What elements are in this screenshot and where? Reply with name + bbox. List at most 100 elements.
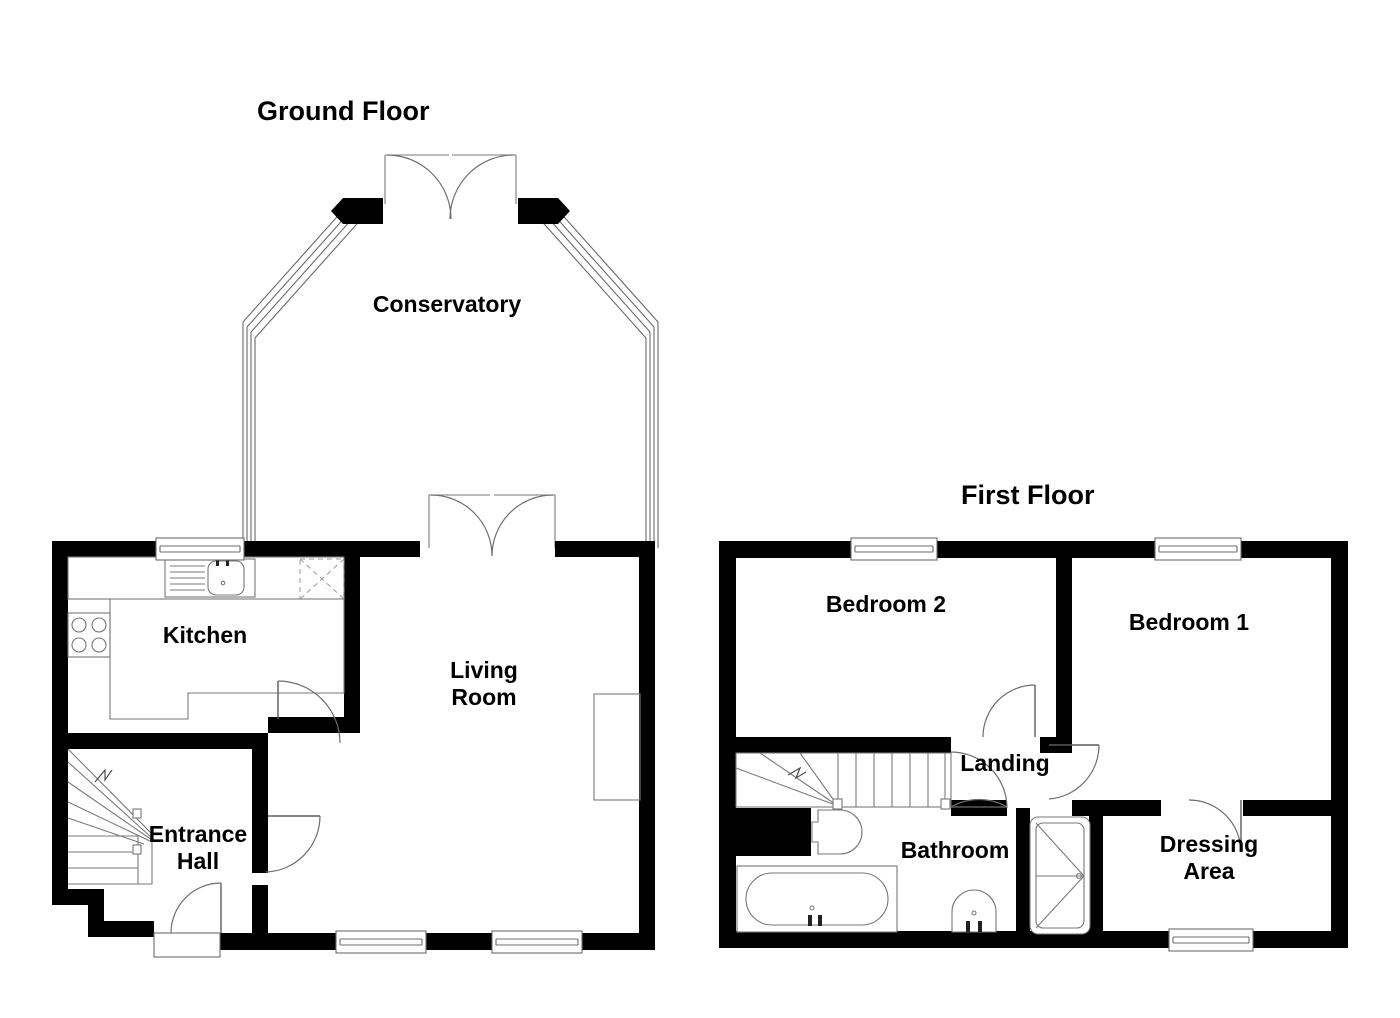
- wall-ff-bed2-bottom: [736, 737, 951, 753]
- wc-toilet: [811, 809, 863, 855]
- wall-ff-left: [719, 541, 736, 948]
- conservatory-door-swing-left[interactable]: [386, 154, 452, 220]
- shower-diag-1: [1035, 822, 1085, 877]
- gf-window-living-1: [335, 930, 427, 954]
- bathroom-door-arc: [950, 751, 1008, 809]
- front-door-threshold: [153, 932, 221, 958]
- dressing-area-door[interactable]: [1188, 799, 1242, 853]
- gf-window-kitchen: [155, 537, 245, 561]
- bath-tub: [745, 872, 889, 926]
- ground-floor-walls: [52, 541, 655, 950]
- wall-ff-right: [1331, 541, 1348, 948]
- bedroom-2-door[interactable]: [982, 684, 1036, 738]
- first-floor-title: First Floor: [961, 480, 1095, 510]
- ground-floor-staircase: [67, 748, 153, 885]
- first-floor-walls: [719, 541, 1348, 948]
- living-room-fireplace-recess: [593, 693, 641, 801]
- wall-gf-bottom-3: [580, 933, 655, 950]
- conservatory-post-right: [518, 198, 570, 224]
- room-label-living-room-line2: Room: [451, 684, 516, 710]
- wall-ff-dressing-top-1: [1103, 800, 1161, 816]
- basin-tap-hot: [966, 921, 970, 932]
- bathroom-door[interactable]: [950, 751, 1008, 809]
- bathroom-fittings: [736, 809, 1091, 935]
- conservatory-glazing-right-vertical: [645, 322, 659, 548]
- room-label-entrance-hall-line1: Entrance: [149, 821, 247, 847]
- wall-gf-kitchen-bottom: [60, 733, 268, 749]
- kitchen-hob-burner-1: [71, 617, 87, 633]
- room-label-bedroom-2: Bedroom 2: [826, 591, 946, 617]
- front-door[interactable]: [153, 882, 222, 958]
- ground-floor-title: Ground Floor: [257, 96, 430, 126]
- kitchen-sink-waste: [220, 580, 226, 586]
- wall-ff-dressing-top-2: [1243, 800, 1348, 816]
- room-label-bathroom: Bathroom: [901, 837, 1010, 863]
- wall-gf-right: [639, 541, 655, 950]
- stair-ff-newel-left: [832, 798, 843, 810]
- wall-gf-top-right: [555, 541, 655, 557]
- room-label-landing: Landing: [960, 750, 1049, 776]
- wall-ff-bed1-bottom-left: [1072, 800, 1104, 816]
- conservatory-structure: [242, 154, 659, 548]
- conservatory-door-swing-right[interactable]: [449, 154, 515, 220]
- wall-gf-bottom-2: [424, 933, 494, 950]
- room-label-living-room-line1: Living: [450, 657, 518, 683]
- kitchen-appliance-dashed: [299, 558, 345, 600]
- room-label-dressing-area-line1: Dressing: [1160, 831, 1258, 857]
- wall-gf-bottom-left: [88, 921, 154, 937]
- basin-tap-cold: [978, 921, 982, 932]
- wall-gf-top-left: [52, 541, 156, 557]
- kitchen-hob-burner-4: [91, 637, 107, 653]
- wall-gf-kitchen-door-head: [268, 717, 360, 733]
- wall-ff-bed-divider: [1056, 557, 1072, 737]
- wall-ff-top-1: [719, 541, 853, 558]
- bedroom-1-door[interactable]: [1048, 744, 1100, 800]
- kitchen-fittings: [67, 556, 345, 744]
- first-floor-staircase: [735, 752, 952, 810]
- kitchen-door[interactable]: [277, 680, 341, 744]
- wall-ff-shower-left: [1016, 808, 1030, 934]
- stair-ff-outline: [735, 752, 952, 808]
- wall-gf-kitchen-right: [344, 557, 360, 733]
- kitchen-tap-left: [216, 557, 219, 566]
- stair-outline: [67, 748, 153, 885]
- wall-gf-bottom-1: [218, 933, 338, 950]
- kitchen-tap-right: [226, 557, 229, 566]
- ff-window-bedroom-1: [1154, 537, 1242, 561]
- stair-newel-bottom: [132, 844, 142, 855]
- room-label-bedroom-1: Bedroom 1: [1129, 609, 1249, 635]
- conservatory-glazing-left-vertical: [242, 322, 256, 548]
- living-room-french-doors[interactable]: [428, 494, 556, 557]
- hall-to-living-door[interactable]: [265, 815, 321, 873]
- stair-newel-top: [132, 808, 142, 819]
- gf-window-living-2: [491, 930, 583, 954]
- conservatory-glazing-right-upper: [536, 199, 659, 339]
- kitchen-hob-burner-2: [91, 617, 107, 633]
- conservatory-post-left: [331, 198, 383, 224]
- wall-gf-hall-right-lower: [252, 885, 268, 933]
- stair-direction-arrow: [94, 768, 113, 783]
- bath-waste: [809, 905, 815, 911]
- wall-gf-left: [52, 541, 68, 905]
- kitchen-island-unit: [109, 598, 345, 720]
- stair-ff-newel-right: [940, 798, 951, 810]
- wall-ff-shower-right: [1089, 808, 1103, 934]
- basin-waste: [971, 910, 977, 916]
- wall-ff-bottom-2: [1251, 931, 1348, 948]
- wall-ff-bathroom-solid-block: [719, 808, 811, 856]
- shower-diag-2: [1035, 875, 1085, 929]
- ff-window-bedroom-2: [850, 537, 938, 561]
- wall-gf-top-mid: [244, 541, 420, 557]
- stair-ff-direction-arrow: [787, 766, 807, 780]
- kitchen-sink-bowl: [207, 560, 245, 596]
- ff-window-dressing-area: [1168, 928, 1254, 952]
- room-label-kitchen: Kitchen: [163, 622, 247, 648]
- ground-floor-plan: Ground Floor: [52, 96, 659, 958]
- kitchen-hob: [67, 612, 111, 658]
- kitchen-hob-burner-3: [71, 637, 87, 653]
- wall-ff-top-3: [1239, 541, 1348, 558]
- shower-waste: [1076, 873, 1082, 879]
- bath-tap-cold: [818, 915, 822, 926]
- wall-ff-bottom-1: [719, 931, 1171, 948]
